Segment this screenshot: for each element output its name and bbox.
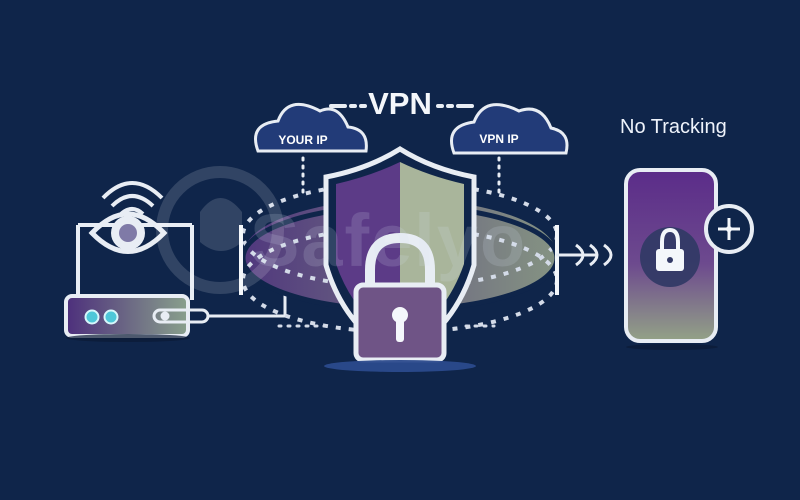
watermark-logo — [156, 166, 284, 294]
your-ip-cloud: YOUR IP — [254, 102, 368, 198]
vpn-ip-label: VPN IP — [479, 132, 518, 146]
vpn-header: VPN — [329, 86, 474, 121]
padlock-icon — [324, 232, 476, 372]
vpn-label: VPN — [368, 86, 432, 121]
phone-icon — [624, 168, 718, 350]
plus-icon — [704, 204, 754, 254]
your-ip-label: YOUR IP — [278, 133, 327, 147]
vpn-ip-cloud: VPN IP — [450, 103, 569, 198]
no-tracking-label: No Tracking — [620, 116, 727, 138]
router-device — [64, 181, 287, 342]
watermark-text: Safelyo — [250, 199, 528, 282]
eye-icon — [88, 211, 168, 254]
